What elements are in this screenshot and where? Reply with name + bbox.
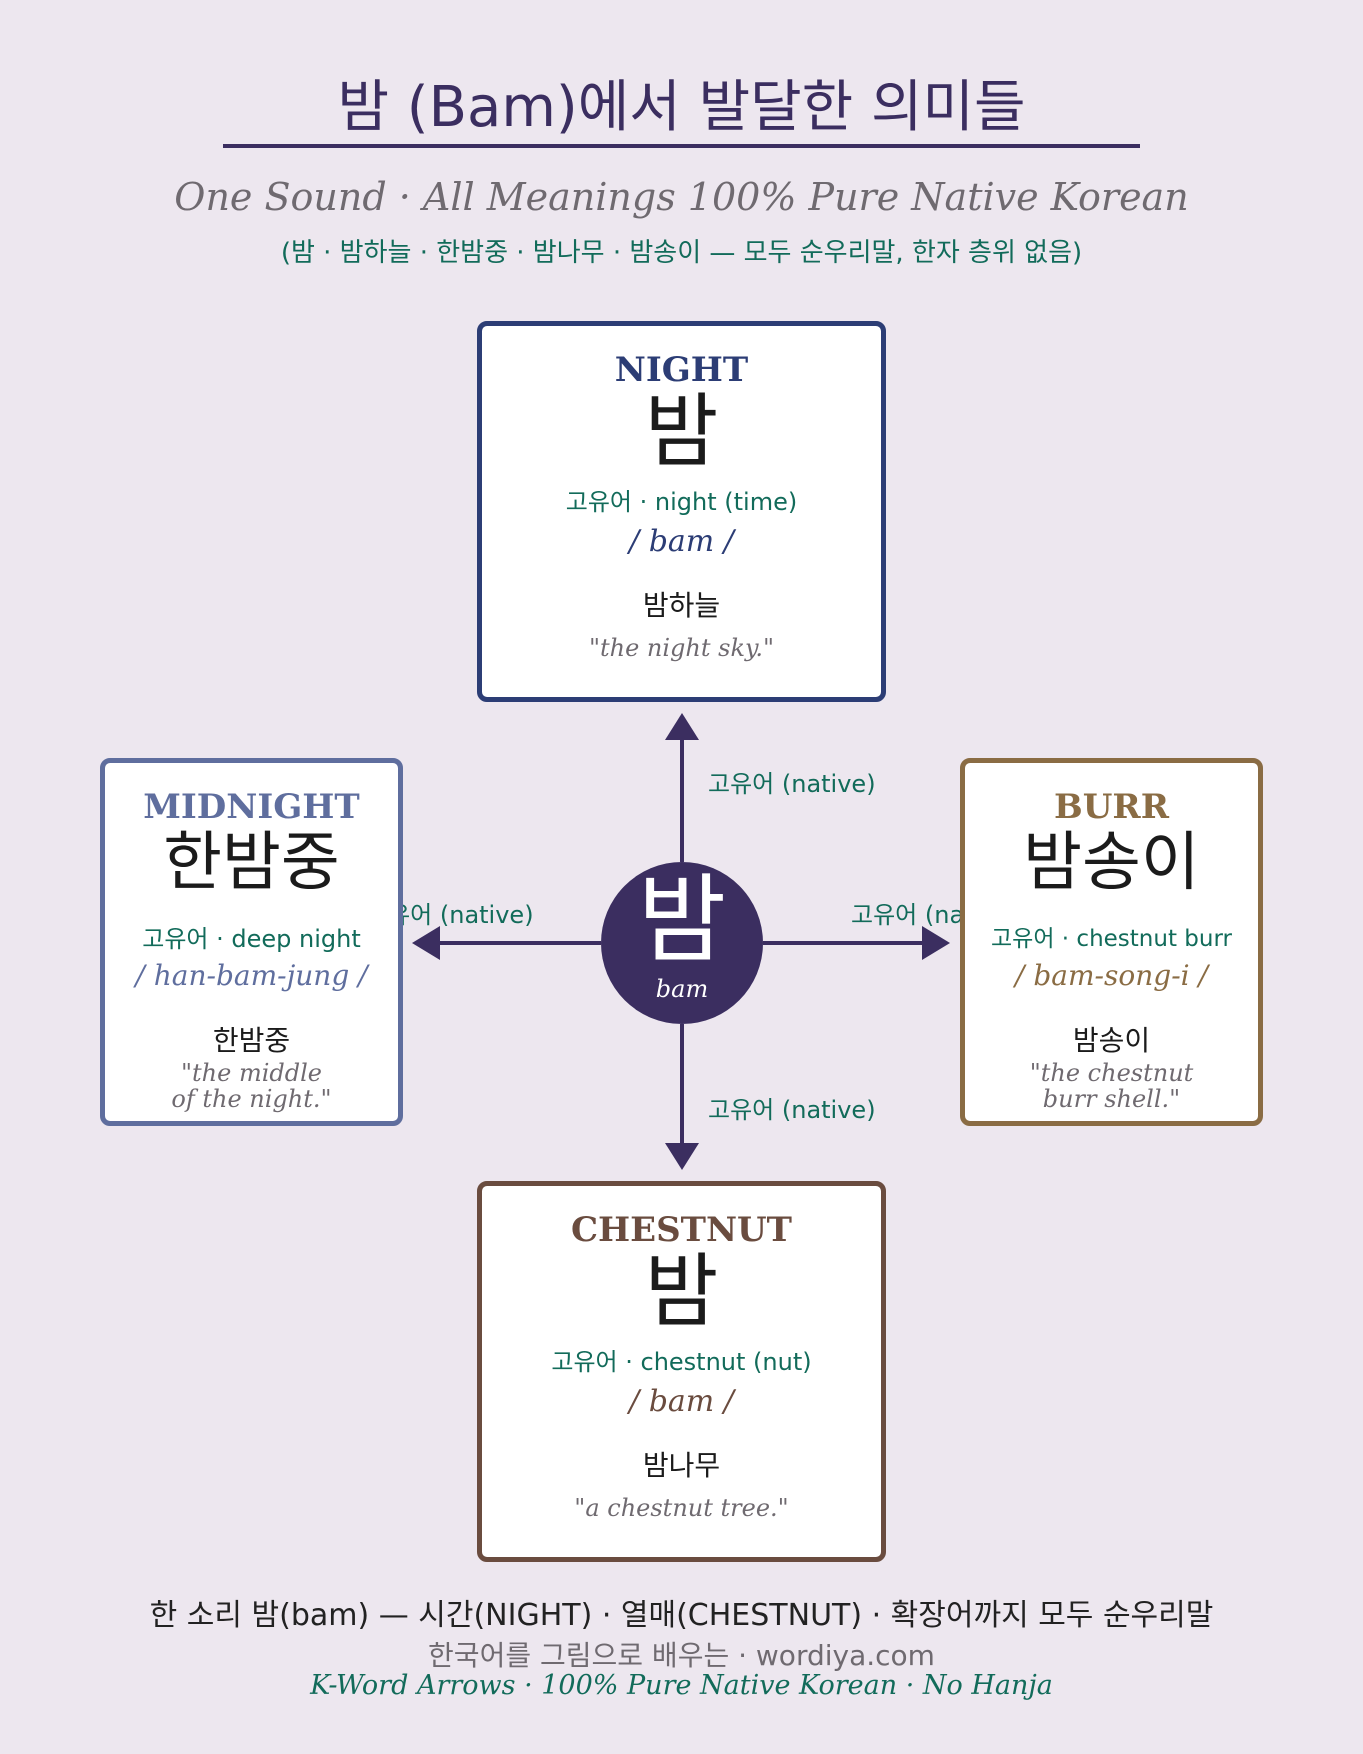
card-hangul: 밤 [644,1245,719,1338]
card-translation-line1: "the middle [180,1059,322,1087]
card-translation: "a chestnut tree." [574,1494,789,1522]
card-hangul: 밤 [644,385,719,478]
footer-tagline: K-Word Arrows · 100% Pure Native Korean … [310,1670,1053,1701]
arrow-up-head [665,713,699,740]
arrow-down-head [665,1143,699,1170]
edge-label-down: 고유어 (native) [708,1096,876,1124]
card-romanization: / bam-song-i / [1015,959,1208,992]
card-romanization: / han-bam-jung / [135,959,368,992]
hub-romanization: bam [655,975,709,1003]
card-example: 밤송이 [1072,1024,1151,1057]
footer-site: 한국어를 그림으로 배우는 · wordiya.com [428,1639,935,1672]
footer-summary: 한 소리 밤(bam) — 시간(NIGHT) · 열매(CHESTNUT) ·… [149,1598,1214,1633]
card-example: 밤하늘 [642,589,721,622]
card-native-tag: 고유어 · chestnut burr [991,926,1232,952]
card-night: NIGHT 밤 고유어 · night (time) / bam / 밤하늘 "… [477,321,886,702]
card-translation-line2: burr shell." [1042,1085,1181,1113]
card-romanization: / bam / [629,1384,734,1419]
card-example: 한밤중 [212,1024,291,1057]
card-native-tag: 고유어 · deep night [142,925,361,953]
subtitle-english: One Sound · All Meanings 100% Pure Nativ… [174,175,1189,219]
arrow-left-head [412,926,440,960]
arrow-right-head [922,926,950,960]
card-burr: BURR 밤송이 고유어 · chestnut burr / bam-song-… [960,758,1263,1126]
card-midnight: MIDNIGHT 한밤중 고유어 · deep night / han-bam-… [100,758,403,1126]
page-title: 밤 (Bam)에서 발달한 의미들 [337,75,1026,140]
card-hangul: 밤송이 [1023,826,1200,900]
card-translation-line1: "the chestnut [1029,1059,1194,1087]
card-example: 밤나무 [642,1449,721,1482]
card-english-label: NIGHT [614,350,749,390]
card-native-tag: 고유어 · night (time) [565,488,798,516]
edge-label-up: 고유어 (native) [708,770,876,798]
card-romanization: / bam / [629,524,734,559]
card-native-tag: 고유어 · chestnut (nut) [551,1348,812,1376]
card-chestnut: CHESTNUT 밤 고유어 · chestnut (nut) / bam / … [477,1181,886,1562]
hub-hangul: 밤 [637,864,727,976]
card-hangul: 한밤중 [163,826,340,900]
hub-circle [601,862,763,1024]
card-translation: "the night sky." [588,634,775,662]
subtitle-korean: (밤 · 밤하늘 · 한밤중 · 밤나무 · 밤송이 — 모두 순우리말, 한자… [280,238,1083,268]
card-english-label: CHESTNUT [571,1210,792,1250]
card-english-label: MIDNIGHT [143,787,360,827]
card-english-label: BURR [1054,787,1169,827]
title-underline [223,144,1140,148]
card-translation-line2: of the night." [171,1085,332,1113]
